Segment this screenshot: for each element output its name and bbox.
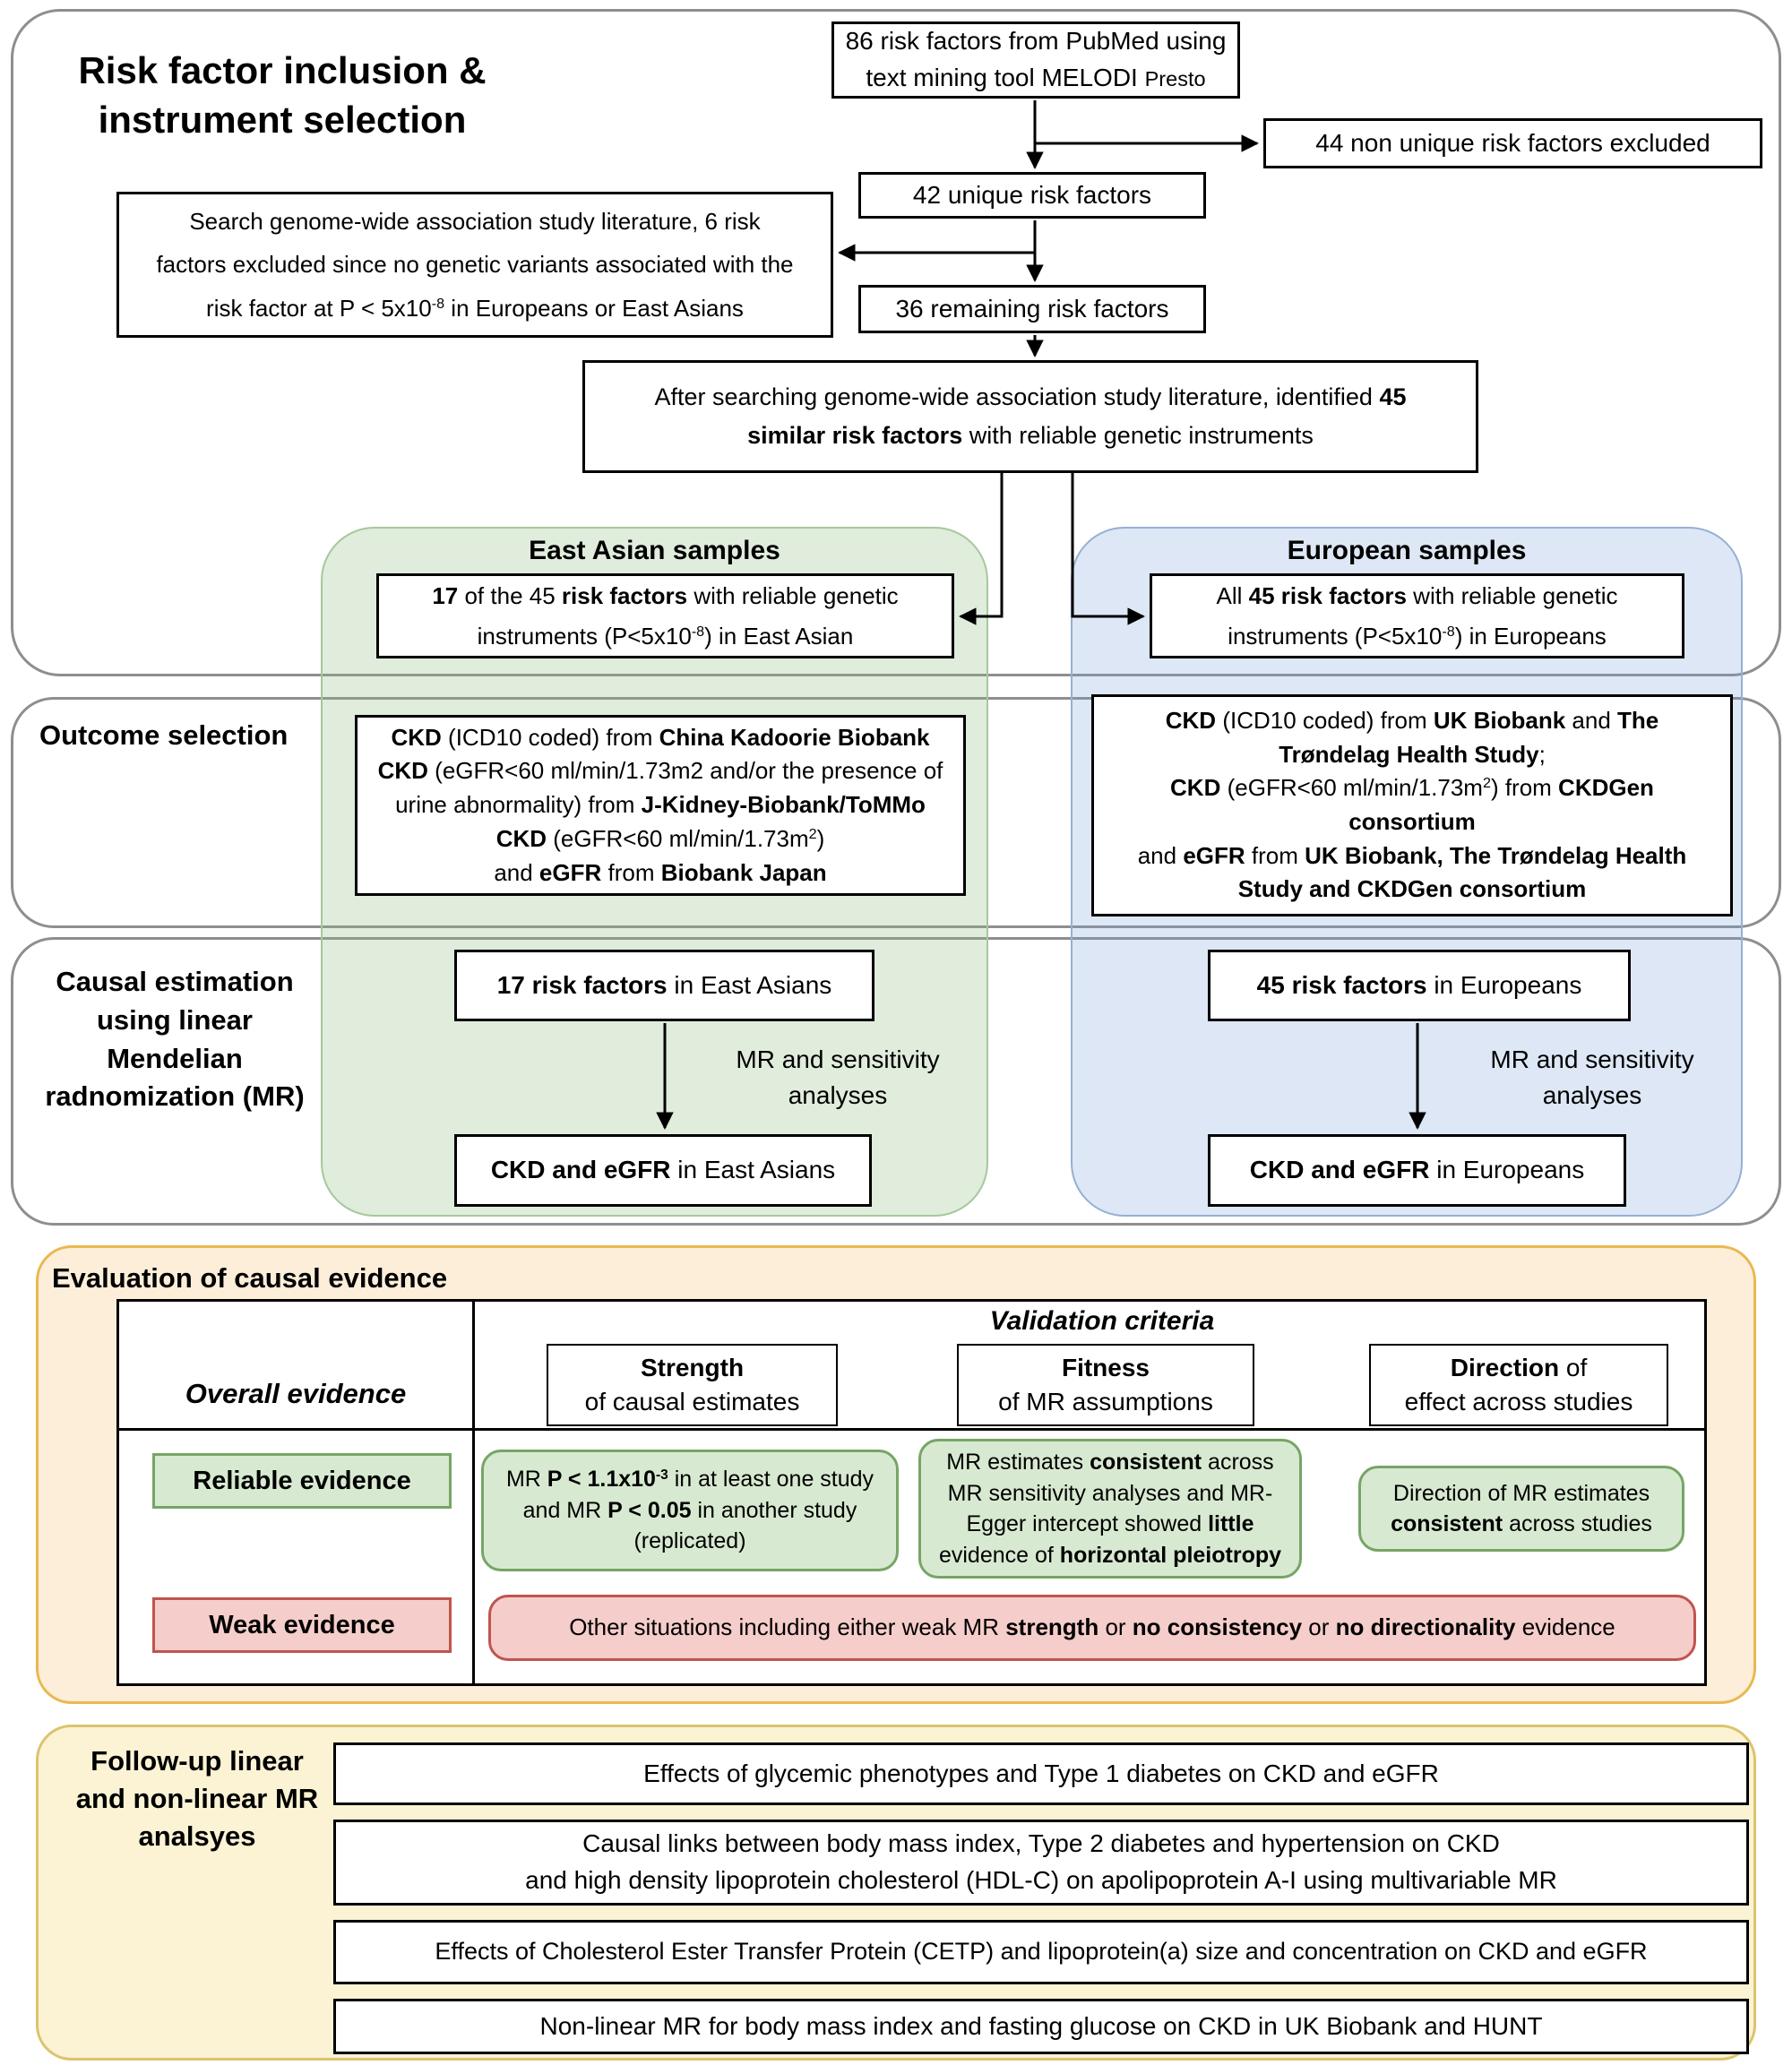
panel-european-title: European samples [1287,536,1527,565]
section-risk-factor-label: Risk factor inclusion &instrument select… [78,49,487,141]
box-eu-outcomes: CKD (ICD10 coded) from UK Biobank and Th… [1091,694,1733,916]
section-causal-container [11,937,1781,1226]
box-ea-risk-factors: 17 risk factors in East Asians [454,950,874,1021]
badge-reliable-evidence: Reliable evidence [152,1453,452,1509]
box-remaining-36: 36 remaining risk factors [858,285,1206,333]
box-excluded-44: 44 non unique risk factors excluded [1263,118,1762,168]
section-outcome-container [11,697,1781,928]
followup-item-cetp: Effects of Cholesterol Ester Transfer Pr… [333,1920,1749,1984]
box-search-exclusion: Search genome-wide association study lit… [116,192,833,338]
panel-east-asian-title: East Asian samples [529,536,780,565]
followup-item-multivariable: Causal links between body mass index, Ty… [333,1820,1749,1906]
followup-item-glycemic: Effects of glycemic phenotypes and Type … [333,1742,1749,1805]
box-eu-result: CKD and eGFR in Europeans [1208,1134,1626,1207]
criteria-weak: Other situations including either weak M… [488,1595,1696,1661]
badge-weak-evidence: Weak evidence [152,1597,452,1653]
box-identified-45: After searching genome-wide association … [582,360,1478,473]
header-overall-evidence: Overall evidence [185,1378,407,1409]
section-outcome-label: Outcome selection [39,719,289,751]
box-unique-42: 42 unique risk factors [858,172,1206,219]
table-header-divider [116,1428,1707,1431]
section-evaluation-label: Evaluation of causal evidence [52,1262,448,1294]
table-column-divider [472,1299,475,1686]
box-ea-outcomes: CKD (ICD10 coded) from China Kadoorie Bi… [355,715,966,896]
header-validation-criteria: Validation criteria [989,1306,1215,1336]
box-ea-instruments: 17 of the 45 risk factors with reliable … [376,573,954,658]
box-eu-instruments: All 45 risk factors with reliable geneti… [1150,573,1684,658]
followup-item-nonlinear: Non-linear MR for body mass index and fa… [333,1999,1749,2054]
box-eu-risk-factors: 45 risk factors in Europeans [1208,950,1631,1021]
section-risk-factor-container [11,9,1781,676]
box-ea-result: CKD and eGFR in East Asians [454,1134,872,1207]
